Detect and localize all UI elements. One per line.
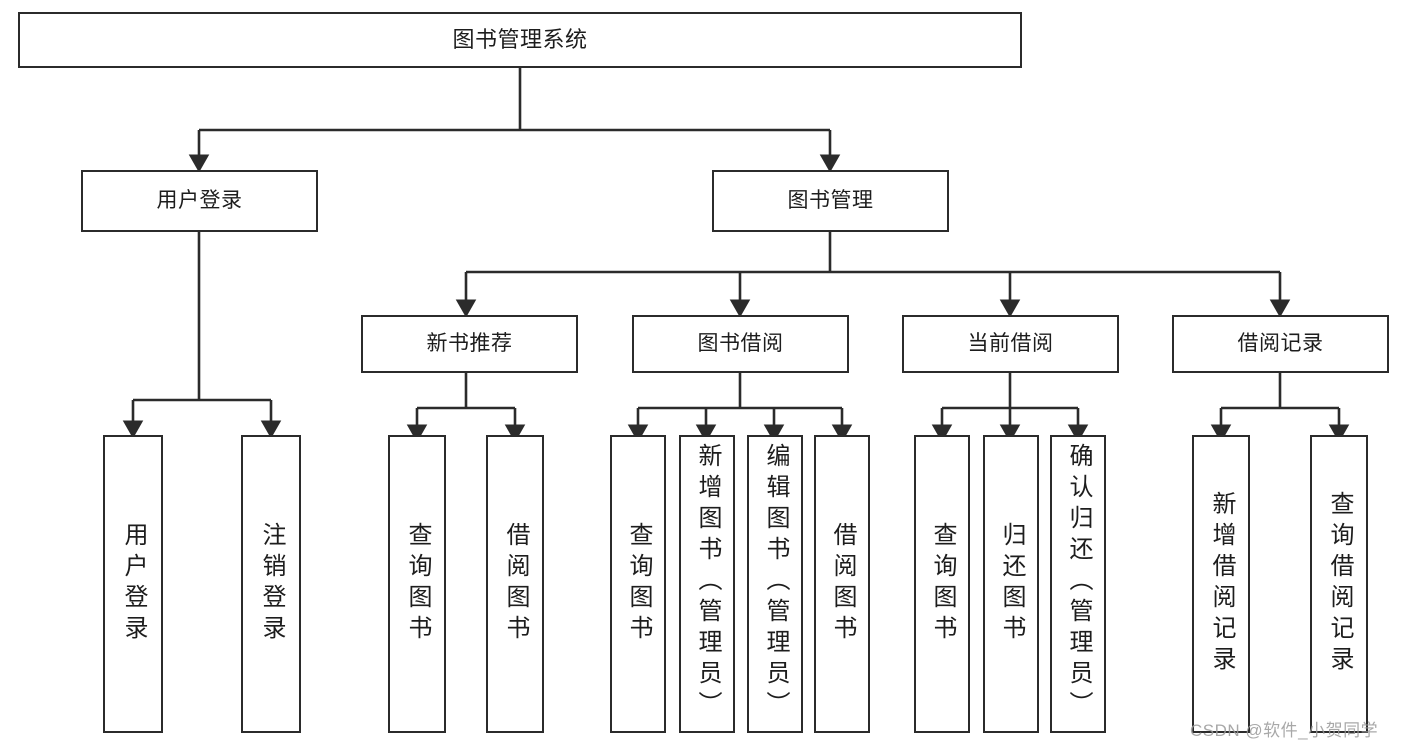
node-label: 新增图书（管理员） (694, 443, 721, 722)
leaf-query-book-recommend[interactable]: 查询图书 (388, 435, 446, 733)
node-label: 图书管理 (787, 188, 874, 212)
node-label: 归还图书 (998, 522, 1025, 646)
leaf-borrow-book[interactable]: 借阅图书 (814, 435, 870, 733)
node-label: 查询图书 (929, 522, 956, 646)
node-label: 确认归还（管理员） (1065, 443, 1092, 722)
node-user-login[interactable]: 用户登录 (81, 170, 318, 232)
node-label: 借阅图书 (829, 522, 856, 646)
node-label: 借阅记录 (1237, 331, 1324, 355)
leaf-query-book-current[interactable]: 查询图书 (914, 435, 970, 733)
leaf-user-login[interactable]: 用户登录 (103, 435, 163, 733)
node-label: 图书借阅 (697, 331, 784, 355)
leaf-edit-book-admin[interactable]: 编辑图书（管理员） (747, 435, 803, 733)
leaf-add-borrow-record[interactable]: 新增借阅记录 (1192, 435, 1250, 733)
node-label: 查询图书 (404, 522, 431, 646)
leaf-return-book[interactable]: 归还图书 (983, 435, 1039, 733)
leaf-confirm-return-admin[interactable]: 确认归还（管理员） (1050, 435, 1106, 733)
node-label: 图书管理系统 (452, 27, 588, 53)
node-label: 用户登录 (120, 522, 147, 646)
leaf-add-book-admin[interactable]: 新增图书（管理员） (679, 435, 735, 733)
node-book-management[interactable]: 图书管理 (712, 170, 949, 232)
node-book-borrow[interactable]: 图书借阅 (632, 315, 849, 373)
node-current-borrow[interactable]: 当前借阅 (902, 315, 1119, 373)
node-label: 查询图书 (625, 522, 652, 646)
node-label: 新增借阅记录 (1208, 491, 1235, 677)
leaf-query-borrow-record[interactable]: 查询借阅记录 (1310, 435, 1368, 733)
leaf-borrow-book-recommend[interactable]: 借阅图书 (486, 435, 544, 733)
node-borrow-record[interactable]: 借阅记录 (1172, 315, 1389, 373)
node-new-book-recommend[interactable]: 新书推荐 (361, 315, 578, 373)
node-label: 注销登录 (258, 522, 285, 646)
leaf-query-book-borrow[interactable]: 查询图书 (610, 435, 666, 733)
node-label: 用户登录 (156, 188, 243, 212)
csdn-watermark: CSDN @软件_小贺同学 (1190, 721, 1379, 740)
node-label: 新书推荐 (426, 331, 513, 355)
node-label: 查询借阅记录 (1326, 491, 1353, 677)
leaf-logout-login[interactable]: 注销登录 (241, 435, 301, 733)
node-label: 编辑图书（管理员） (762, 443, 789, 722)
node-label: 借阅图书 (502, 522, 529, 646)
node-book-management-system[interactable]: 图书管理系统 (18, 12, 1022, 68)
node-label: 当前借阅 (967, 331, 1054, 355)
